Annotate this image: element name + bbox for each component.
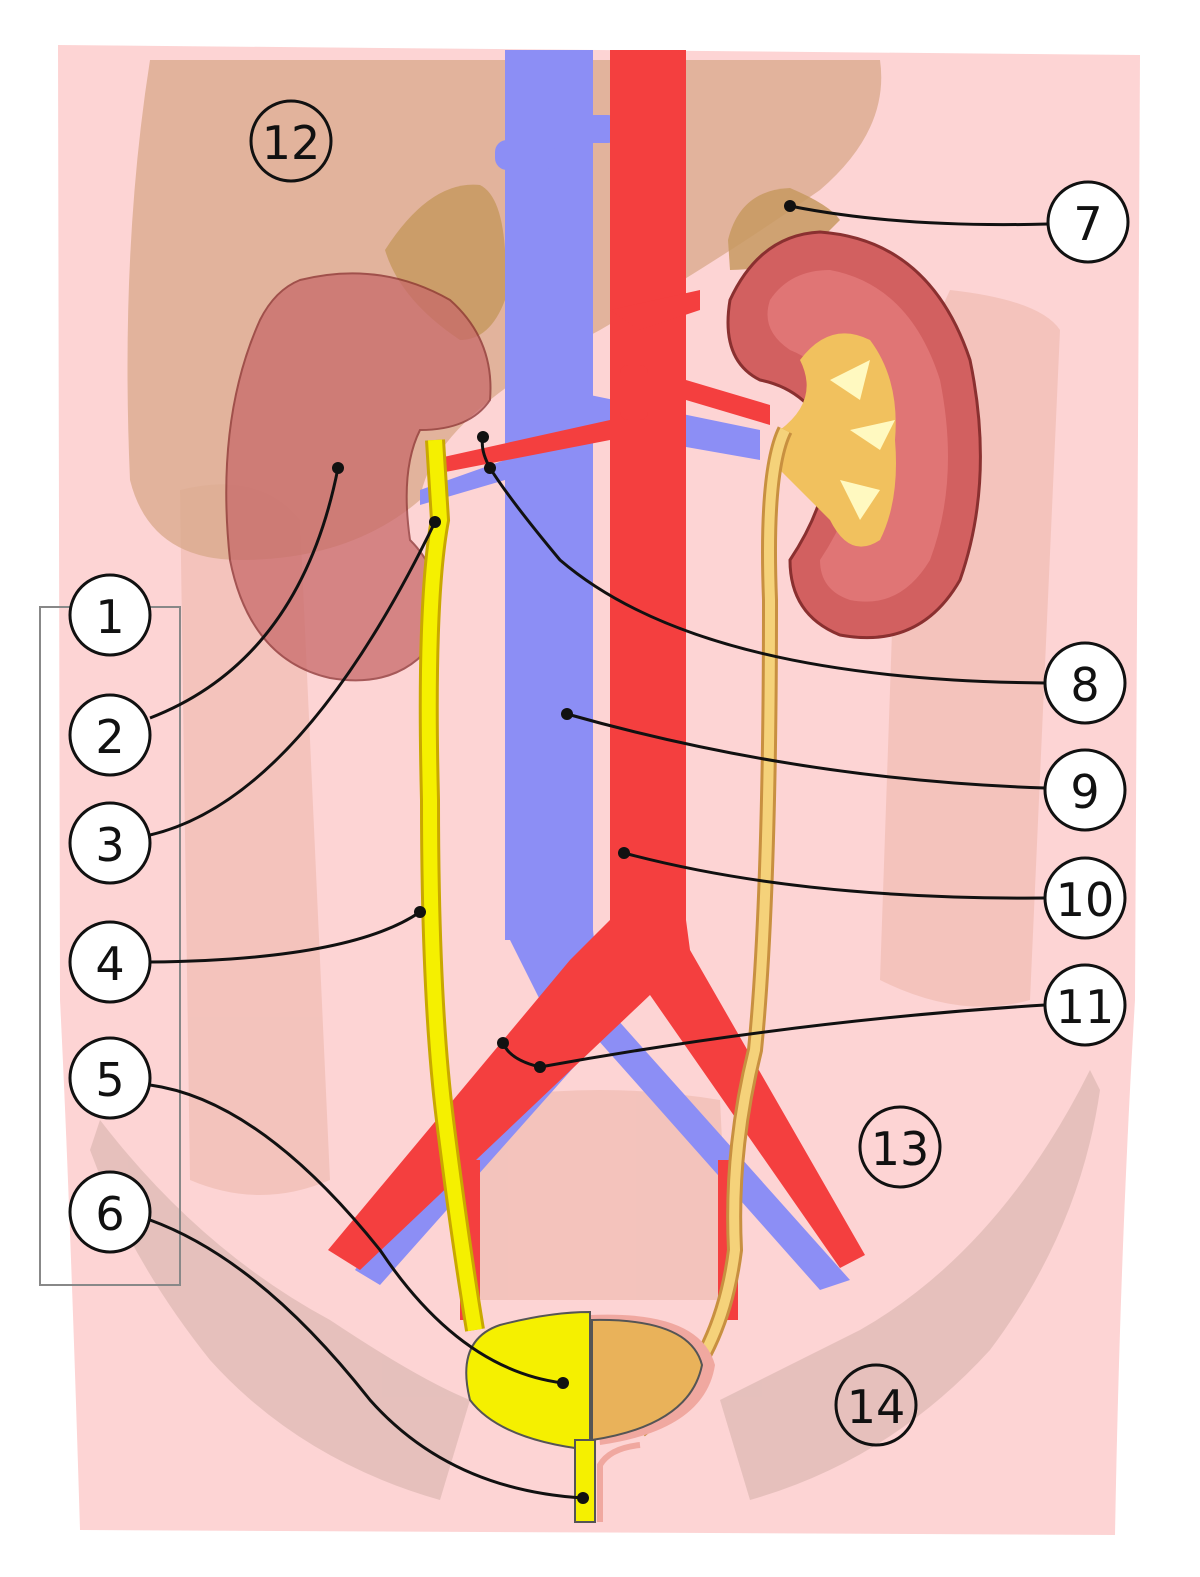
callout-label: 12	[262, 116, 321, 170]
callout-label: 9	[1070, 765, 1099, 819]
inferior-vena-cava	[355, 50, 850, 1290]
callout-11: 11	[1043, 963, 1127, 1047]
kidney-system-bracket	[39, 606, 181, 1286]
callout-12: 12	[249, 99, 333, 183]
callout-14: 14	[834, 1363, 918, 1447]
callout-label: 2	[95, 710, 124, 764]
urethra	[574, 1439, 596, 1523]
callout-label: 1	[95, 590, 124, 644]
callout-label: 6	[95, 1187, 124, 1241]
callout-label: 14	[847, 1380, 906, 1434]
urinary-bladder	[465, 1310, 715, 1523]
abdominal-aorta	[328, 50, 865, 1320]
callout-8: 8	[1043, 641, 1127, 725]
kidney-right	[726, 230, 982, 640]
callout-label: 8	[1070, 658, 1099, 712]
callout-label: 7	[1073, 197, 1102, 251]
callout-label: 5	[95, 1053, 124, 1107]
callout-6: 6	[68, 1170, 152, 1254]
callout-label: 13	[871, 1122, 930, 1176]
callout-3: 3	[68, 801, 152, 885]
callout-9: 9	[1043, 748, 1127, 832]
adrenal-gland-right	[728, 188, 840, 270]
callout-10: 10	[1043, 856, 1127, 940]
callout-label: 3	[95, 818, 124, 872]
callout-13: 13	[858, 1105, 942, 1189]
callout-label: 10	[1056, 873, 1115, 927]
callout-7: 7	[1046, 180, 1130, 264]
callout-4: 4	[68, 920, 152, 1004]
callout-2: 2	[68, 693, 152, 777]
leader-lines	[149, 200, 1049, 1504]
callout-5: 5	[68, 1036, 152, 1120]
callout-label: 11	[1056, 980, 1115, 1034]
callout-label: 4	[95, 937, 124, 991]
callout-1: 1	[68, 573, 152, 657]
